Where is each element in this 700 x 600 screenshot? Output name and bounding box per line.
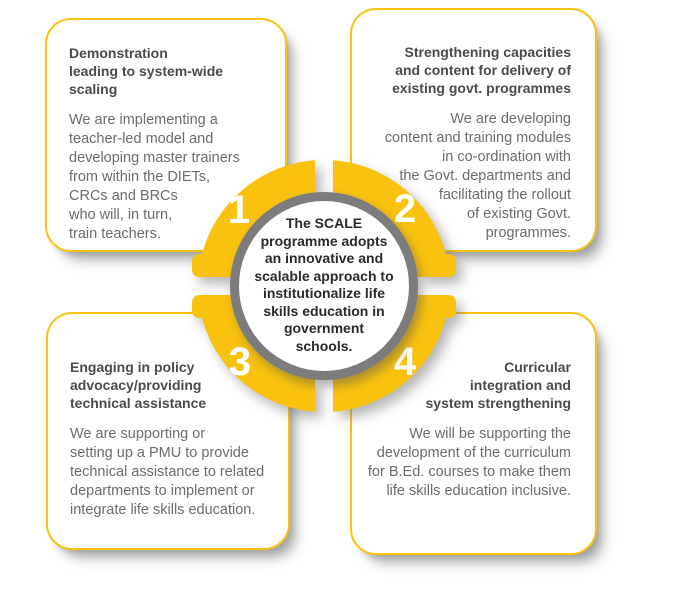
quadrant-2-number: 2 [394, 187, 416, 231]
card-2-body: We are developing content and training m… [384, 111, 571, 241]
quadrant-1-number: 1 [228, 188, 250, 232]
card-2-title: Strengthening capacities and content for… [392, 44, 571, 96]
central-hub: 1 2 3 4 [179, 141, 469, 431]
card-3-title: Engaging in policy advocacy/providing te… [70, 359, 207, 411]
quadrant-3-number: 3 [229, 340, 251, 384]
card-4-body: We will be supporting the development of… [367, 426, 571, 499]
card-1-body: We are implementing a teacher-led model … [69, 112, 240, 242]
card-3-body: We are supporting or setting up a PMU to… [70, 426, 265, 518]
card-4-title: Curricular integration and system streng… [425, 359, 571, 411]
quadrant-3-shape [192, 295, 315, 412]
card-demonstration: Demonstration leading to system-wide sca… [45, 18, 287, 252]
hub-graphic: 1 2 3 4 [192, 160, 456, 412]
quadrant-4-shape [333, 295, 456, 412]
quadrant-1-shape [192, 160, 315, 277]
quadrant-2-shape [333, 160, 456, 277]
card-1-title: Demonstration leading to system-wide sca… [69, 45, 224, 97]
center-white-circle [239, 201, 409, 371]
center-statement: The SCALE programme adopts an innovative… [254, 215, 394, 354]
quadrant-4-number: 4 [394, 340, 417, 384]
quadrant-ring [192, 160, 456, 412]
card-policy-advocacy: Engaging in policy advocacy/providing te… [46, 312, 290, 550]
